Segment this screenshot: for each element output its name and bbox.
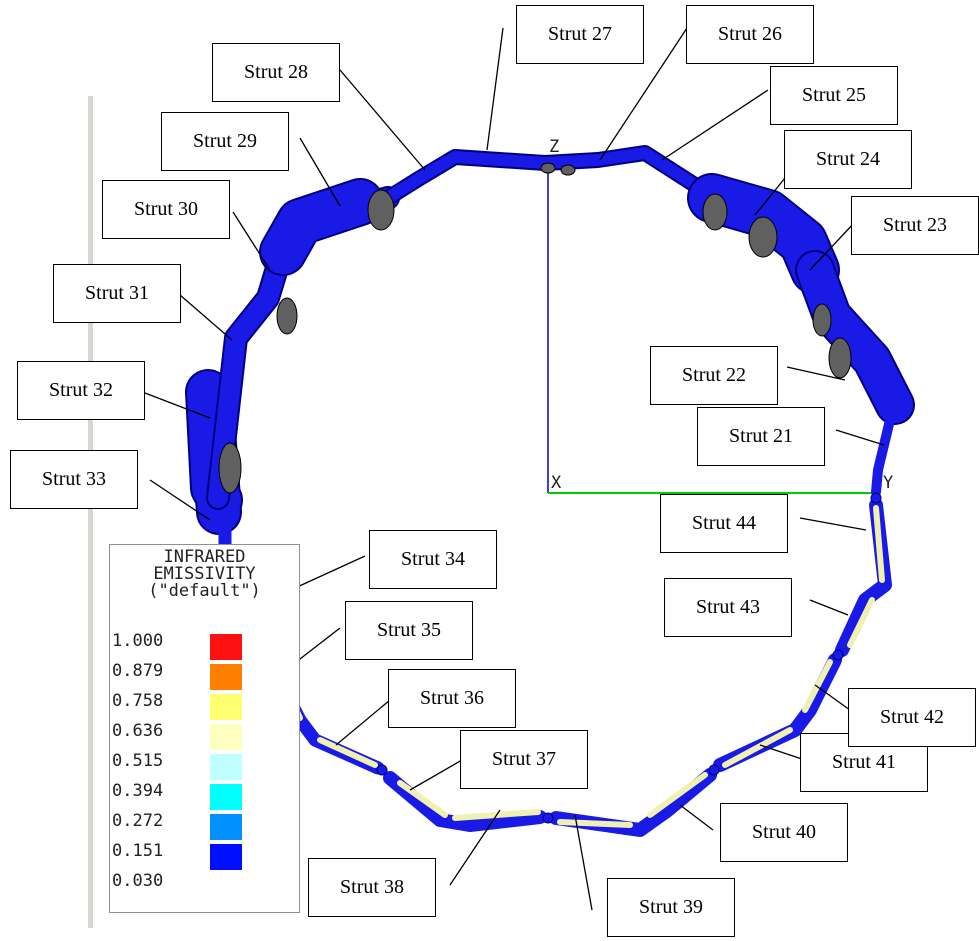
legend-row: 0.879 — [112, 661, 282, 690]
legend-value: 0.758 — [112, 691, 164, 711]
legend-row: 1.000 — [112, 631, 282, 660]
z-axis-label: Z — [549, 137, 559, 157]
strut-29-label: Strut 29 — [161, 112, 289, 171]
legend-row: 0.151 — [112, 841, 282, 870]
legend-value: 0.394 — [112, 781, 164, 801]
emissivity-legend: INFRARED EMISSIVITY ("default") 1.000 0.8… — [109, 544, 300, 913]
strut-24-label: Strut 24 — [784, 130, 912, 189]
strut-21-label: Strut 21 — [697, 407, 825, 466]
legend-swatch — [210, 784, 242, 810]
legend-swatch — [210, 814, 242, 840]
strut-43-label: Strut 43 — [664, 578, 792, 637]
legend-swatch — [210, 754, 242, 780]
upper-strut-chain — [185, 145, 915, 535]
strut-30-label: Strut 30 — [102, 180, 230, 239]
legend-value: 0.272 — [112, 811, 164, 831]
strut-25-label: Strut 25 — [770, 66, 898, 125]
legend-swatch — [210, 724, 242, 750]
legend-swatch — [210, 664, 242, 690]
strut-39-label: Strut 39 — [607, 878, 735, 937]
legend-value: 0.030 — [112, 871, 164, 891]
legend-value: 0.515 — [112, 751, 164, 771]
legend-row: 0.636 — [112, 721, 282, 750]
strut-40-label: Strut 40 — [720, 803, 848, 862]
strut-44-label: Strut 44 — [660, 494, 788, 553]
legend-value: 0.636 — [112, 721, 164, 741]
strut-27-label: Strut 27 — [516, 5, 644, 64]
legend-swatch — [210, 634, 242, 660]
strut-34-label: Strut 34 — [369, 530, 497, 589]
scale-bar — [88, 96, 93, 928]
strut-35-label: Strut 35 — [345, 601, 473, 660]
legend-row: 0.758 — [112, 691, 282, 720]
legend-value: 0.151 — [112, 841, 164, 861]
legend-title-line: ("default") — [148, 581, 261, 601]
legend-value: 1.000 — [112, 631, 164, 651]
y-axis-label: Y — [883, 473, 893, 493]
legend-swatch — [210, 694, 242, 720]
strut-37-label: Strut 37 — [460, 730, 588, 789]
strut-23-label: Strut 23 — [851, 196, 979, 255]
strut-22-label: Strut 22 — [650, 346, 778, 405]
strut-42-label: Strut 42 — [848, 688, 976, 747]
legend-title: INFRARED EMISSIVITY ("default") — [110, 549, 299, 600]
strut-33-label: Strut 33 — [10, 450, 138, 509]
strut-32-label: Strut 32 — [17, 361, 145, 420]
legend-row: 0.515 — [112, 751, 282, 780]
strut-38-label: Strut 38 — [308, 858, 436, 917]
legend-swatch — [210, 844, 242, 870]
strut-36-label: Strut 36 — [388, 669, 516, 728]
strut-28-label: Strut 28 — [212, 43, 340, 102]
strut-end-caps — [218, 162, 852, 494]
legend-row: 0.030 — [112, 871, 282, 897]
legend-row: 0.272 — [112, 811, 282, 840]
legend-title-line: INFRARED — [163, 547, 246, 567]
strut-26-label: Strut 26 — [686, 5, 814, 64]
x-axis-label: X — [551, 473, 562, 493]
strut-31-label: Strut 31 — [53, 264, 181, 323]
legend-row: 0.394 — [112, 781, 282, 810]
legend-value: 0.879 — [112, 661, 164, 681]
legend-title-line: EMISSIVITY — [153, 564, 256, 584]
